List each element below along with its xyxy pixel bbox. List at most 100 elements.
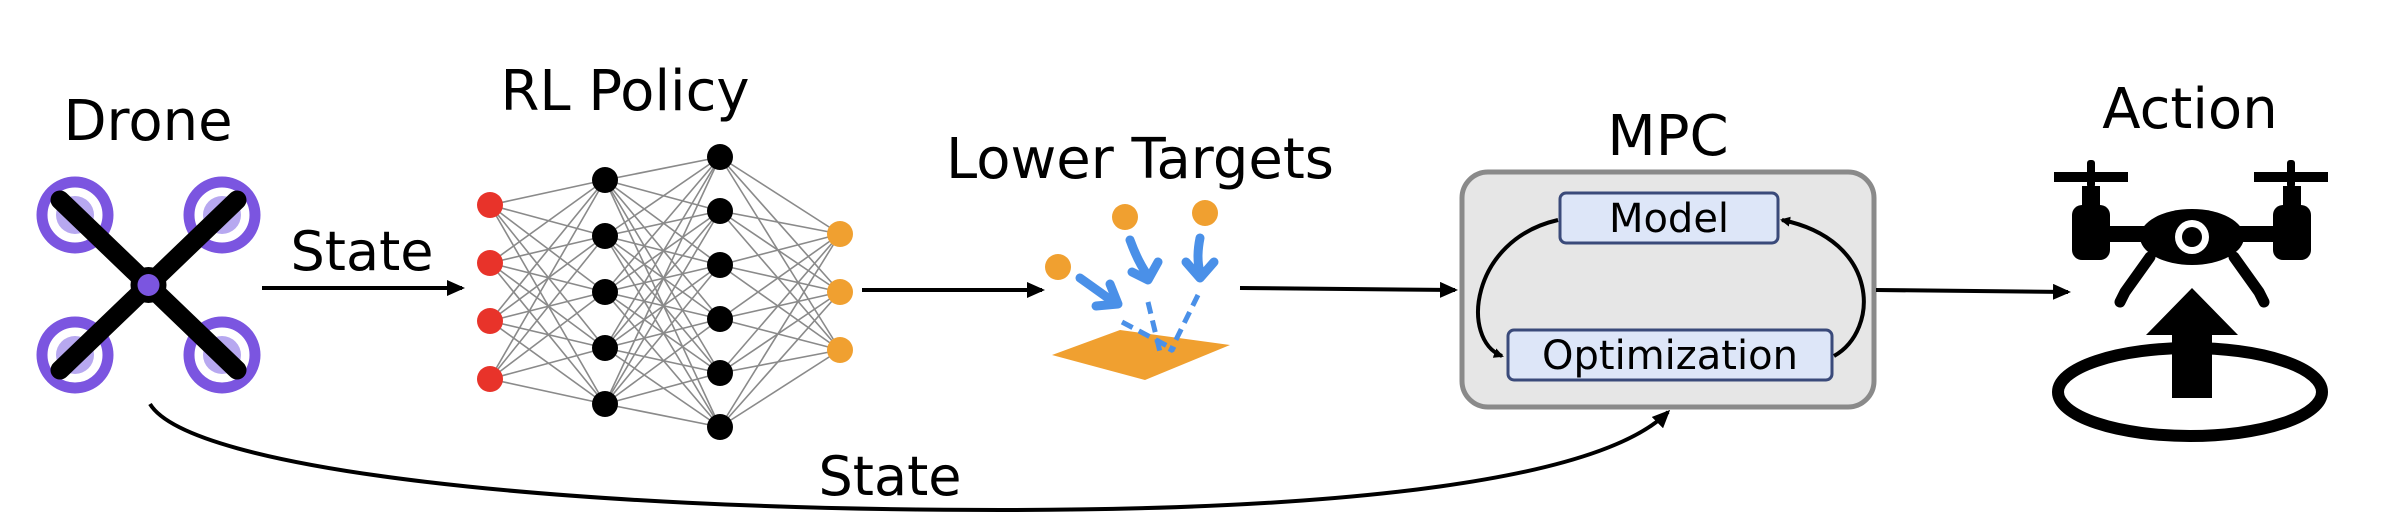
state-arrow-bottom (148, 402, 1671, 513)
target-plane (1052, 330, 1230, 380)
network-node (477, 308, 503, 334)
network-node (592, 391, 618, 417)
network-node (592, 223, 618, 249)
network-edge (604, 235, 721, 266)
network-edge (719, 210, 841, 235)
network-edge (489, 235, 606, 380)
target-point (1192, 200, 1218, 226)
action-drone-icon (2052, 160, 2328, 442)
network-edge (604, 156, 721, 405)
action-label: Action (2102, 77, 2277, 142)
network-edge (489, 347, 606, 380)
network-edge (489, 204, 606, 405)
model-label: Model (1609, 196, 1729, 242)
network-node (477, 366, 503, 392)
network-edge (489, 378, 606, 405)
network-edge (604, 372, 721, 405)
network-edge (489, 179, 606, 206)
drone-icon (36, 176, 261, 394)
arrow-targets-to-mpc (1239, 281, 1458, 298)
network-edge (719, 210, 841, 351)
network-edge (604, 235, 721, 428)
network-edge (719, 156, 841, 235)
network-node (592, 167, 618, 193)
network-edge (604, 156, 721, 237)
network-edge (719, 233, 841, 266)
network-edge (719, 264, 841, 351)
network-node (477, 192, 503, 218)
network-edge (604, 179, 721, 320)
drone-frame (50, 190, 247, 380)
optimization-to-model-arrow (1780, 216, 1866, 358)
network-edge (489, 262, 606, 293)
network-edge (719, 291, 841, 320)
network-edge (604, 347, 721, 374)
network-edge (604, 291, 721, 320)
network-edge (719, 318, 841, 351)
drone-label: Drone (63, 89, 232, 154)
network-edge (604, 179, 721, 266)
network-edge (719, 264, 841, 293)
model-box (1558, 191, 1780, 245)
network-edge (604, 156, 721, 181)
network-node (827, 279, 853, 305)
network-node (707, 144, 733, 170)
network-edge (604, 264, 721, 405)
network-node (707, 198, 733, 224)
network-edge (604, 156, 721, 349)
target-point (1045, 254, 1071, 280)
network-edge (604, 179, 721, 374)
network-edge (604, 403, 721, 428)
network-edge (719, 233, 841, 320)
network-node (827, 221, 853, 247)
model-to-optimization-arrow (1476, 218, 1559, 358)
network-edge (719, 156, 841, 293)
network-edge (489, 179, 606, 264)
network-edge (489, 179, 606, 322)
network-edge (604, 235, 721, 320)
network-edge (719, 349, 841, 428)
network-node (592, 335, 618, 361)
network-edge (604, 179, 721, 212)
network-edge (604, 156, 721, 293)
network-node (707, 360, 733, 386)
network-nodes (477, 144, 853, 440)
network-edge (719, 156, 841, 351)
network-edge (719, 291, 841, 374)
network-edge (719, 349, 841, 374)
network-edge (489, 204, 606, 349)
network-node (707, 414, 733, 440)
network-node (707, 306, 733, 332)
network-edge (489, 204, 606, 293)
network-edge (604, 210, 721, 405)
lower-targets-label: Lower Targets (946, 127, 1334, 192)
network-edge (604, 291, 721, 428)
network-edge (489, 204, 606, 237)
optimization-box (1506, 328, 1834, 382)
network-edge (719, 210, 841, 293)
network-edge (604, 291, 721, 374)
optimization-label: Optimization (1542, 333, 1798, 379)
network-edge (489, 262, 606, 349)
mpc-label: MPC (1607, 104, 1728, 169)
network-edge (604, 318, 721, 405)
state-label-bottom: State (819, 445, 962, 508)
target-point (1112, 204, 1138, 230)
network-edge (489, 291, 606, 380)
blue-arrow-icon (1181, 233, 1219, 283)
network-node (592, 279, 618, 305)
network-edge (719, 233, 841, 374)
network-edge (604, 235, 721, 374)
network-edge (719, 291, 841, 428)
network-edges (489, 156, 841, 428)
state-label-top: State (291, 220, 434, 283)
network-node (827, 337, 853, 363)
arrow-mpc-to-action (1875, 283, 2071, 300)
network-edge (719, 233, 841, 428)
blue-arrow-icon (1075, 273, 1123, 311)
network-edge (489, 320, 606, 405)
rl-policy-label: RL Policy (501, 59, 750, 124)
lower-targets-icon (1045, 200, 1230, 380)
network-node (477, 250, 503, 276)
